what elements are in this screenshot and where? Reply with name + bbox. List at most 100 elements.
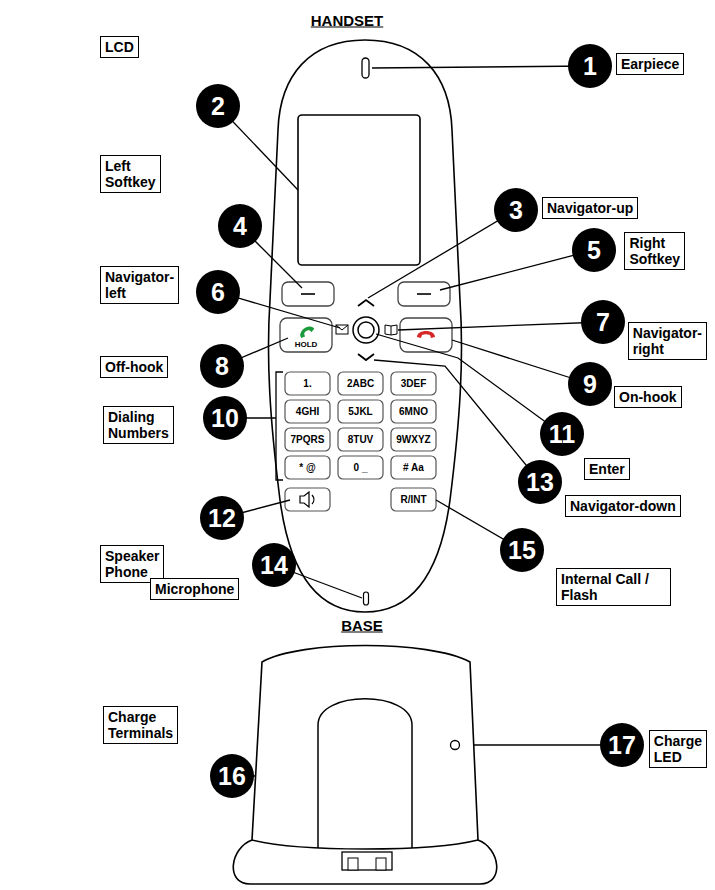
callout-text: 12 [208,504,236,533]
earpiece-slot [362,58,369,78]
label-text: Speaker Phone [105,548,159,580]
part-label: Dialing Numbers [103,406,174,444]
part-label: Navigator- left [100,266,179,304]
right-softkey [398,282,450,306]
key-legend: 9WXYZ [396,435,430,445]
callout-number: 8 [200,344,244,388]
key-legend: R/INT [400,495,426,505]
terminal-pin [376,858,386,870]
callout-number: 6 [196,270,240,314]
callout-number: 10 [203,396,247,440]
part-label: Navigator-up [542,197,638,219]
microphone-slot [364,592,369,605]
label-text: Left Softkey [105,158,156,190]
navigator-down [358,354,374,360]
callout-text: 2 [211,92,225,121]
callout-number: 1 [568,44,612,88]
key-legend: # Aa [403,463,424,473]
callout-number: 12 [200,496,244,540]
callout-text: 7 [596,308,610,337]
callout-number: 11 [540,412,584,456]
base-cradle [318,699,412,848]
key-legend: 0 _ [354,463,368,473]
base-ledge [252,840,478,849]
key-legend: * @ [299,463,315,473]
label-text: On-hook [619,389,677,405]
key-legend: 2ABC [347,379,374,389]
callout-number: 17 [600,723,644,767]
callout-text: 14 [260,551,288,580]
callout-text: 6 [211,278,225,307]
callout-number: 5 [572,228,616,272]
label-text: Enter [589,461,625,477]
charge-led [451,741,460,750]
key-legend: 4GHI [296,407,319,417]
label-text: Internal Call / Flash [561,571,666,603]
callout-number: 2 [196,84,240,128]
softkey-dash [301,293,315,295]
key-legend: 1. [303,379,311,389]
speaker-icon [300,492,314,507]
enter-ring [353,317,379,343]
key-legend: 7PQRS [291,435,325,445]
label-text: Earpiece [621,56,679,72]
key-legend: 6MNO [399,407,428,417]
key-legend: HOLD [295,341,318,349]
label-text: Navigator- left [105,269,174,301]
callout-text: 10 [211,404,239,433]
label-text: Navigator- right [633,325,702,357]
callout-text: 16 [218,762,246,791]
callout-text: 15 [508,536,536,565]
callout-text: 3 [509,196,523,225]
part-label: Navigator-down [565,495,681,517]
callout-number: 16 [210,754,254,798]
label-text: Navigator-up [547,200,633,216]
part-label: Microphone [150,578,239,600]
part-label: Earpiece [616,53,684,75]
left-softkey [282,282,334,306]
handset-body [268,40,461,612]
label-text: Microphone [155,581,234,597]
label-text: Navigator-down [570,498,676,514]
part-label: Off-hook [100,356,168,378]
callout-number: 15 [500,528,544,572]
callout-text: 17 [608,731,636,760]
callout-text: 9 [583,370,597,399]
part-label: Right Softkey [624,232,685,270]
terminal-pin [348,858,358,870]
part-label: Navigator- right [628,322,707,360]
key-legend: 5JKL [348,407,372,417]
green-phone-icon [298,324,315,339]
label-text: Right Softkey [629,235,680,267]
keypad [285,372,436,511]
callout-number: 13 [518,460,562,504]
part-label: On-hook [614,386,682,408]
part-label: Internal Call / Flash [556,568,671,606]
book-icon [385,325,397,335]
callout-text: 4 [233,212,247,241]
label-text: Charge Terminals [108,709,173,741]
part-label: Charge LED [649,730,707,768]
label-text: Charge LED [654,733,702,765]
charge-terminals [342,852,392,870]
part-label: LCD [100,36,139,58]
callout-text: 8 [215,352,229,381]
on-hook-button [400,318,452,352]
lcd-screen [298,115,420,265]
label-text: LCD [105,39,134,55]
part-label: Left Softkey [100,155,161,193]
envelope-icon [336,325,348,334]
part-label: Charge Terminals [103,706,178,744]
softkey-dash [417,293,431,295]
callout-text: 13 [526,468,554,497]
callout-number: 4 [218,204,262,248]
label-text: Dialing Numbers [108,409,169,441]
label-text: Off-hook [105,359,163,375]
callout-text: 5 [587,236,601,265]
callout-number: 7 [581,300,625,344]
part-label: Enter [584,458,630,480]
enter-button [358,322,374,338]
callout-text: 11 [549,420,575,449]
red-phone-icon [417,331,435,338]
callout-number: 3 [494,188,538,232]
